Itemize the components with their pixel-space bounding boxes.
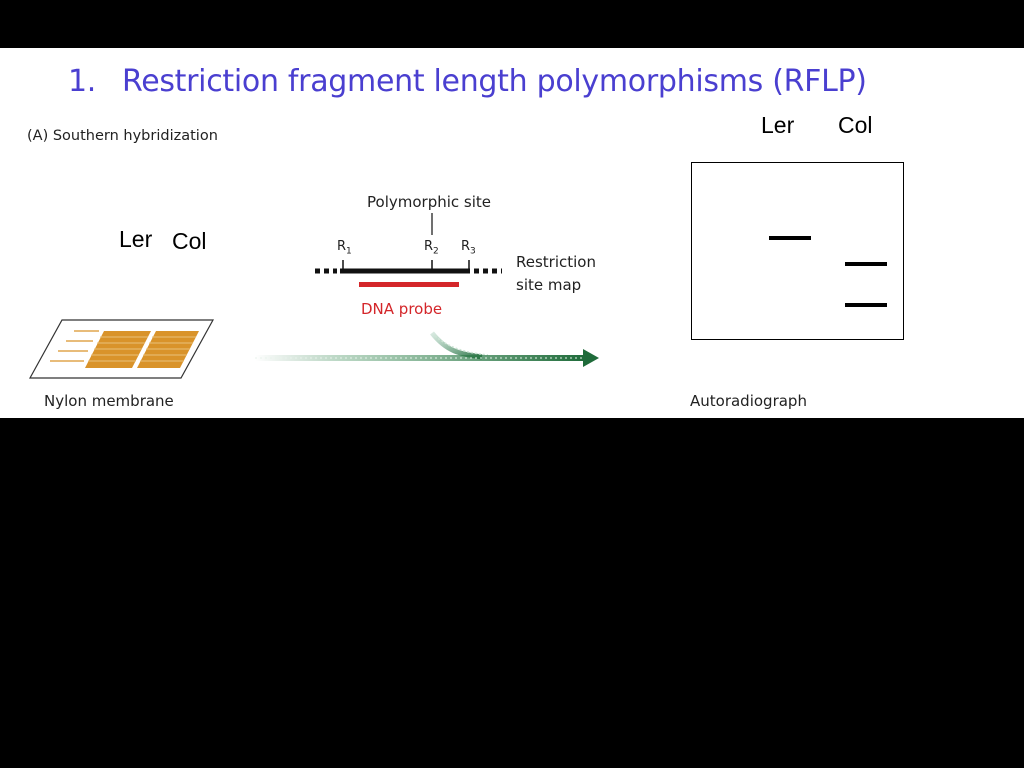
transfer-arrow bbox=[255, 331, 599, 367]
restriction-site-map bbox=[315, 213, 502, 287]
polymorphic-site-label: Polymorphic site bbox=[367, 193, 491, 211]
dna-probe-bar bbox=[359, 282, 459, 287]
band-col-upper bbox=[845, 262, 887, 266]
nylon-membrane-illustration bbox=[28, 319, 215, 379]
site-label-r3: R3 bbox=[461, 239, 476, 257]
title-text: Restriction fragment length polymorphism… bbox=[122, 64, 867, 99]
autorad-lane-label-ler: Ler bbox=[761, 112, 795, 138]
band-col-lower bbox=[845, 303, 887, 307]
left-lane-label-col: Col bbox=[172, 228, 207, 254]
restriction-map-label-line1: Restriction bbox=[516, 253, 596, 271]
panel-label: (A) Southern hybridization bbox=[27, 128, 218, 144]
left-lane-label-ler: Ler bbox=[119, 226, 153, 252]
site-label-r2: R2 bbox=[424, 239, 439, 257]
autorad-lane-label-col: Col bbox=[838, 112, 873, 138]
slide: 1. Restriction fragment length polymorphi… bbox=[0, 48, 1024, 418]
arrow-head bbox=[583, 349, 599, 367]
site-label-r1: R1 bbox=[337, 239, 352, 257]
dna-probe-label: DNA probe bbox=[361, 300, 443, 318]
autoradiograph-box bbox=[691, 162, 904, 340]
diagram-artwork bbox=[28, 213, 599, 379]
slide-title: 1. Restriction fragment length polymorphi… bbox=[68, 64, 867, 99]
nylon-membrane-label: Nylon membrane bbox=[44, 392, 174, 410]
title-number: 1. bbox=[68, 64, 97, 99]
restriction-map-label-line2: site map bbox=[516, 276, 582, 294]
autoradiograph-label: Autoradiograph bbox=[690, 392, 807, 410]
band-ler bbox=[769, 236, 811, 240]
